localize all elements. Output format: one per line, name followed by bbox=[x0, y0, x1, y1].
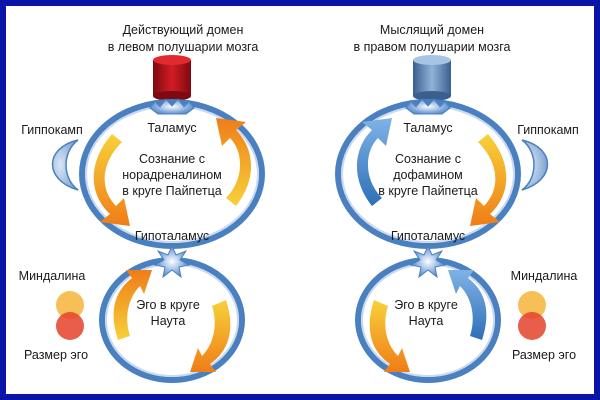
ego-size-circle bbox=[518, 312, 546, 340]
blue-cylinder-icon bbox=[413, 55, 451, 101]
left-ego-line1: Эго в круге bbox=[136, 298, 200, 312]
right-ego-line2: Наута bbox=[409, 314, 444, 328]
amygdala-circle bbox=[518, 291, 546, 319]
left-panel: Действующий домен в левом полушарии мозг… bbox=[19, 23, 265, 383]
right-upper-arrow-right bbox=[470, 134, 507, 226]
diagram-frame: Действующий домен в левом полушарии мозг… bbox=[6, 6, 594, 394]
left-hypothalamus-label: Гипоталамус bbox=[135, 229, 209, 243]
left-consciousness-line1: Сознание с bbox=[139, 152, 205, 166]
amygdala-circle bbox=[56, 291, 84, 319]
left-title-line2: в левом полушарии мозга bbox=[108, 40, 259, 54]
hypothalamus-icon bbox=[153, 244, 191, 279]
left-upper-arrow-right bbox=[216, 118, 252, 206]
hippocampus-icon bbox=[521, 139, 549, 191]
left-ego-line2: Наута bbox=[151, 314, 186, 328]
right-ego-line1: Эго в круге bbox=[394, 298, 458, 312]
hippocampus-icon bbox=[51, 139, 79, 191]
right-consciousness-line3: в круге Пайпетца bbox=[378, 184, 477, 198]
right-title-line1: Мыслящий домен bbox=[380, 23, 484, 37]
left-lower-arrow-right bbox=[190, 300, 231, 372]
right-title-line2: в правом полушарии мозга bbox=[353, 40, 510, 54]
left-lower-arrow-left bbox=[113, 270, 152, 340]
right-consciousness-line1: Сознание с bbox=[395, 152, 461, 166]
thalamus-icon bbox=[149, 98, 195, 115]
left-consciousness-line3: в круге Пайпетца bbox=[122, 184, 221, 198]
ego-size-circle bbox=[56, 312, 84, 340]
right-hypothalamus-label: Гипоталамус bbox=[391, 229, 465, 243]
right-consciousness-line2: дофамином bbox=[393, 168, 463, 182]
right-lower-arrow-right bbox=[448, 270, 487, 340]
left-ego-size-label: Размер эго bbox=[24, 348, 88, 362]
left-thalamus-label: Таламус bbox=[147, 121, 196, 135]
hypothalamus-icon bbox=[409, 244, 447, 279]
right-thalamus-label: Таламус bbox=[403, 121, 452, 135]
right-lower-arrow-left bbox=[369, 300, 410, 372]
left-upper-arrow-left bbox=[93, 134, 130, 226]
left-amygdala-label: Миндалина bbox=[19, 269, 86, 283]
right-upper-arrow-left bbox=[356, 118, 392, 206]
left-title-line1: Действующий домен bbox=[123, 23, 244, 37]
red-cylinder-icon bbox=[153, 55, 191, 101]
thalamus-icon bbox=[405, 98, 451, 115]
left-consciousness-line2: норадреналином bbox=[122, 168, 222, 182]
right-amygdala-label: Миндалина bbox=[511, 269, 578, 283]
right-hippocampus-label: Гиппокамп bbox=[517, 123, 579, 137]
left-hippocampus-label: Гиппокамп bbox=[21, 123, 83, 137]
right-ego-size-label: Размер эго bbox=[512, 348, 576, 362]
brain-domains-diagram: Действующий домен в левом полушарии мозг… bbox=[19, 23, 579, 383]
right-panel: Мыслящий домен в правом полушарии мозга … bbox=[335, 23, 579, 383]
